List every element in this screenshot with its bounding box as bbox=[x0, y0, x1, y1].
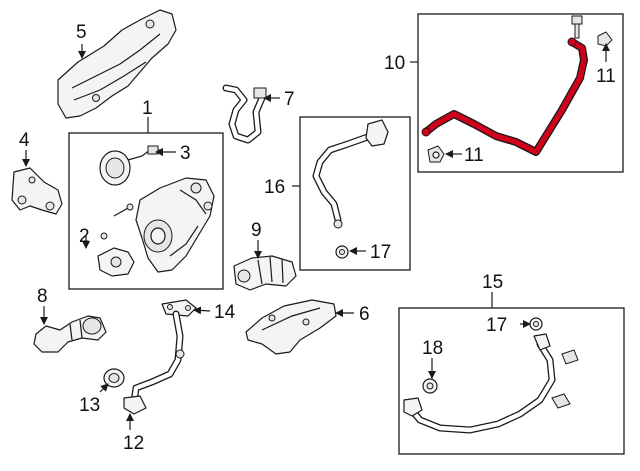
part-oil-return bbox=[123, 310, 185, 415]
part-washer-17b bbox=[529, 317, 543, 331]
callout-14: 14 bbox=[214, 302, 236, 323]
part-bolt bbox=[100, 203, 134, 240]
callout-12: 12 bbox=[123, 433, 144, 454]
part-oil-line bbox=[312, 119, 389, 229]
callout-1: 1 bbox=[142, 98, 153, 119]
callout-7: 7 bbox=[284, 89, 295, 110]
part-highlighted-hose bbox=[421, 37, 588, 156]
callout-17-top: 17 bbox=[370, 242, 391, 263]
group-box-16 bbox=[299, 116, 411, 271]
callout-2: 2 bbox=[79, 226, 90, 247]
part-clip-b bbox=[427, 145, 445, 163]
callout-5: 5 bbox=[76, 22, 87, 43]
callout-17-bottom: 17 bbox=[486, 315, 507, 336]
part-seal bbox=[103, 368, 125, 388]
part-oil-feed bbox=[403, 333, 579, 434]
callout-8: 8 bbox=[37, 286, 48, 307]
part-bracket bbox=[11, 167, 63, 215]
part-heat-shield bbox=[57, 9, 177, 119]
part-nut-18 bbox=[422, 378, 438, 394]
callout-11-bottom: 11 bbox=[464, 145, 484, 166]
callout-3: 3 bbox=[180, 143, 191, 164]
part-turbo-hose bbox=[233, 255, 297, 291]
callout-4: 4 bbox=[19, 130, 30, 151]
callout-6: 6 bbox=[359, 304, 370, 325]
part-turbocharger bbox=[135, 177, 215, 273]
callout-10: 10 bbox=[384, 53, 405, 74]
group-box-10 bbox=[417, 13, 624, 173]
callout-13: 13 bbox=[79, 395, 100, 416]
callout-9: 9 bbox=[251, 220, 262, 241]
part-gasket bbox=[161, 299, 197, 317]
part-exhaust-pipe bbox=[33, 315, 107, 353]
callout-11-top: 11 bbox=[596, 66, 616, 87]
part-actuator bbox=[99, 145, 162, 186]
callout-18: 18 bbox=[422, 338, 443, 359]
part-clip-a bbox=[597, 31, 613, 47]
group-box-15 bbox=[398, 307, 625, 455]
callout-16: 16 bbox=[264, 177, 285, 198]
part-wastegate bbox=[97, 247, 135, 277]
part-bolt-top bbox=[571, 15, 583, 39]
part-washer-17a bbox=[335, 245, 349, 259]
callout-15: 15 bbox=[482, 272, 503, 293]
callout-numbers: 5 1 3 4 2 7 10 11 11 16 9 17 14 6 8 13 1… bbox=[19, 22, 616, 454]
part-hose bbox=[222, 84, 267, 144]
leader-lines bbox=[22, 43, 610, 430]
part-support-bracket bbox=[245, 299, 337, 355]
group-box-1 bbox=[68, 132, 224, 290]
